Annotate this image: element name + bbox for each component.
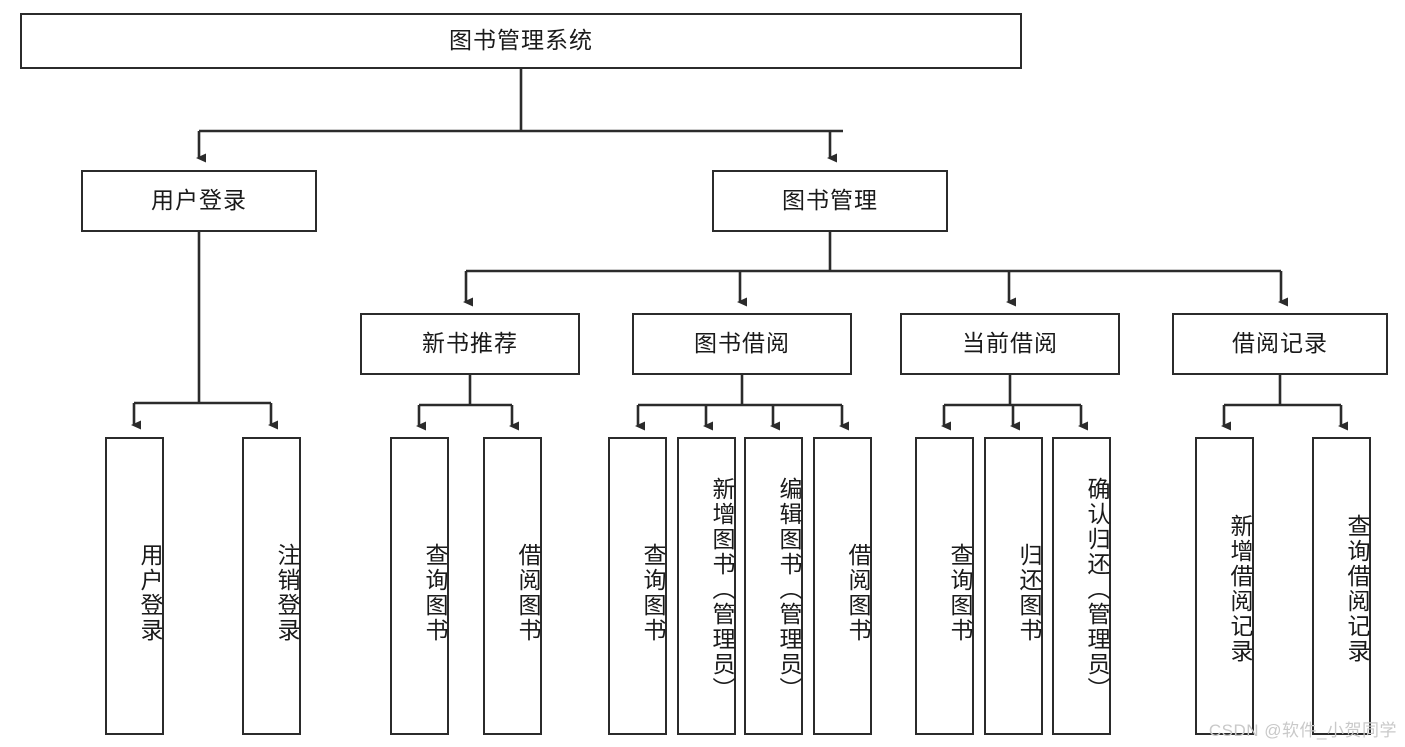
- node-user-login-label: 用户登录: [151, 187, 247, 214]
- leaf-add-book-admin-label: 新增图书（管理员）: [709, 476, 735, 702]
- node-borrow-record[interactable]: 借阅记录: [1172, 313, 1388, 375]
- leaf-query-book-1[interactable]: 查询图书: [390, 437, 449, 735]
- leaf-return-book-label: 归还图书: [1016, 543, 1042, 643]
- leaf-borrow-book-1-label: 借阅图书: [515, 543, 541, 643]
- node-book-borrow-label: 图书借阅: [694, 330, 790, 357]
- node-new-book-recommend[interactable]: 新书推荐: [360, 313, 580, 375]
- leaf-edit-book-admin[interactable]: 编辑图书（管理员）: [744, 437, 803, 735]
- leaf-borrow-book-1[interactable]: 借阅图书: [483, 437, 542, 735]
- leaf-logout-login-label: 注销登录: [274, 543, 300, 643]
- leaf-query-borrow-record-label: 查询借阅记录: [1344, 514, 1370, 664]
- leaf-add-book-admin[interactable]: 新增图书（管理员）: [677, 437, 736, 735]
- leaf-user-login-label: 用户登录: [137, 543, 163, 643]
- leaf-add-borrow-record[interactable]: 新增借阅记录: [1195, 437, 1254, 735]
- node-new-book-recommend-label: 新书推荐: [422, 330, 518, 357]
- node-book-management[interactable]: 图书管理: [712, 170, 948, 232]
- leaf-query-book-1-label: 查询图书: [422, 543, 448, 643]
- leaf-query-book-3-label: 查询图书: [947, 543, 973, 643]
- leaf-user-login[interactable]: 用户登录: [105, 437, 164, 735]
- node-current-borrow[interactable]: 当前借阅: [900, 313, 1120, 375]
- node-root[interactable]: 图书管理系统: [20, 13, 1022, 69]
- node-root-label: 图书管理系统: [449, 27, 593, 54]
- leaf-edit-book-admin-label: 编辑图书（管理员）: [776, 476, 802, 702]
- leaf-query-borrow-record[interactable]: 查询借阅记录: [1312, 437, 1371, 735]
- leaf-borrow-book-2[interactable]: 借阅图书: [813, 437, 872, 735]
- node-borrow-record-label: 借阅记录: [1232, 330, 1328, 357]
- leaf-confirm-return-admin-label: 确认归还（管理员）: [1084, 476, 1110, 702]
- leaf-query-book-3[interactable]: 查询图书: [915, 437, 974, 735]
- leaf-query-book-2[interactable]: 查询图书: [608, 437, 667, 735]
- csdn-watermark: CSDN @软件_小贺同学: [1208, 721, 1397, 740]
- leaf-confirm-return-admin[interactable]: 确认归还（管理员）: [1052, 437, 1111, 735]
- leaf-logout-login[interactable]: 注销登录: [242, 437, 301, 735]
- node-user-login[interactable]: 用户登录: [81, 170, 317, 232]
- leaf-return-book[interactable]: 归还图书: [984, 437, 1043, 735]
- leaf-borrow-book-2-label: 借阅图书: [845, 543, 871, 643]
- leaf-add-borrow-record-label: 新增借阅记录: [1227, 514, 1253, 664]
- node-book-borrow[interactable]: 图书借阅: [632, 313, 852, 375]
- node-book-management-label: 图书管理: [782, 187, 878, 214]
- node-current-borrow-label: 当前借阅: [962, 330, 1058, 357]
- leaf-query-book-2-label: 查询图书: [640, 543, 666, 643]
